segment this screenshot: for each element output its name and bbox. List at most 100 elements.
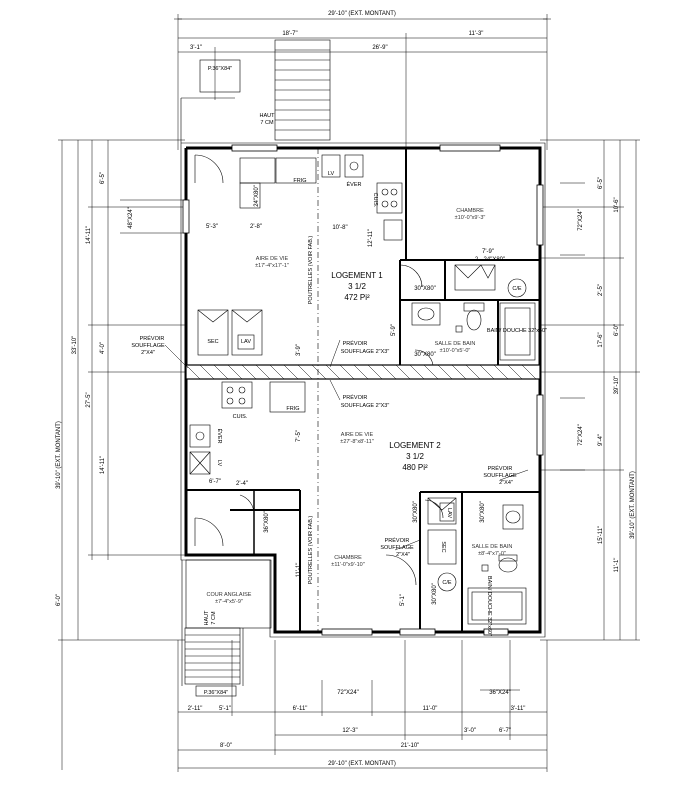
unit2-lv-label: LV xyxy=(216,460,222,467)
court-label: COUR ANGLAISE xyxy=(207,592,252,598)
bottom-dimensions xyxy=(177,640,548,772)
unit2-living-size: ±27'-8"x8'-11" xyxy=(340,439,373,445)
unit2-kitchen xyxy=(189,381,306,475)
unit2-area: 480 Pi² xyxy=(402,463,428,472)
unit1-bath-label: SALLE DE BAIN xyxy=(435,341,476,347)
dim-left-c: 33'-10" xyxy=(72,336,78,355)
dim-overall-bottom: 29'-10" (EXT. MONTANT) xyxy=(328,761,396,767)
unit1-living-size: ±17'-4"x17'-1" xyxy=(255,263,289,269)
dim-30x80-b: 30"X80" xyxy=(414,352,436,358)
note-souff-2x3-a-2: SOUFFLAGE 2"X3" xyxy=(341,349,390,355)
right-dimensions xyxy=(540,139,640,641)
unit1-laundry xyxy=(197,309,263,356)
note-souff-2x4-right-3: 2"X4" xyxy=(499,480,513,486)
unit1-kitchen xyxy=(239,154,403,241)
stairs-bottom-label: HAUT xyxy=(204,610,210,626)
dim-bottom-k: 72"X24" xyxy=(337,690,359,696)
dim-30x80-e: 30"X80" xyxy=(432,583,438,605)
unit1-name: LOGEMENT 1 xyxy=(331,271,383,280)
dim-bottom-d: 11'-0" xyxy=(423,706,438,712)
unit2-bedroom-size: ±11'-0"x9'-10" xyxy=(331,562,364,568)
dim-right-g: 39'-10" xyxy=(614,376,620,395)
dim-right-i: 9'-4" xyxy=(598,434,604,446)
note-souff-2x3-b-2: SOUFFLAGE 2"X3" xyxy=(341,403,390,409)
unit1-living-label: AIRE DE VIE xyxy=(256,256,289,262)
dim-bottom-f: 12'-3" xyxy=(342,728,357,734)
dim-right-d: 2'-5" xyxy=(598,284,604,296)
dim-left-f: 14'-11" xyxy=(100,456,106,474)
unit1-area: 472 Pi² xyxy=(344,293,370,302)
unit1-lav-label: LAV xyxy=(241,339,251,345)
dim-10-8: 10'-8" xyxy=(332,225,347,231)
stairs-bottom-rise: 7 CM xyxy=(211,611,217,625)
stairs-top xyxy=(199,39,331,141)
dim-right-k: 11'-1" xyxy=(614,558,620,573)
dim-right-j: 15'-11" xyxy=(598,526,604,544)
unit1-bedroom-label: CHAMBRE xyxy=(456,208,484,214)
dim-bottom-l: 36"X24" xyxy=(489,690,511,696)
note-souff-2x4-bath-2: SOUFFLAGE xyxy=(380,545,414,551)
dim-bottom-h: 6'-7" xyxy=(499,728,511,734)
dim-right-b: 10'-6" xyxy=(614,197,620,212)
note-souff-2x4-bath-1: PRÉVOIR xyxy=(385,537,410,544)
dim-left-a: 6'-5" xyxy=(100,172,106,184)
dim-5-9: 5'-9" xyxy=(391,324,397,336)
dim-left-h: 48"X24" xyxy=(128,207,134,229)
dim-bottom-g: 3'-0" xyxy=(464,728,476,734)
dim-left-d: 4'-0" xyxy=(100,342,106,354)
dim-top-d: 26'-9" xyxy=(372,45,387,51)
stairs-top-label: HAUT xyxy=(260,113,276,119)
dim-2-8: 2'-8" xyxy=(250,224,262,230)
unit2-living-label: AIRE DE VIE xyxy=(341,432,374,438)
dim-2-24x80: 2 - 24"X80" xyxy=(475,257,505,263)
stairs-bottom-landing: P.36"X84" xyxy=(204,690,228,696)
unit1-shower-label: BAIN/ DOUCHE 32"x60" xyxy=(487,328,547,334)
dim-5-3: 5'-3" xyxy=(206,224,218,230)
dim-3-9: 3'-9" xyxy=(296,344,302,356)
exterior-walls xyxy=(180,97,546,638)
dim-12-11: 12'-11" xyxy=(368,229,374,247)
unit2-shower-label: BAIN/ DOUCHE 32"x60" xyxy=(486,576,492,636)
dim-left-b: 14'-11" xyxy=(86,226,92,244)
note-souff-2x4-bath-3: 2"X4" xyxy=(396,552,410,558)
joist-label-top: POUTRELLES (VOIR FAB.) xyxy=(308,236,314,305)
stairs-top-landing: P.36"X84" xyxy=(208,66,232,72)
note-souff-2x4-right-2: SOUFFLAGE xyxy=(483,473,517,479)
unit1-ever-label: ÉVER xyxy=(347,181,362,188)
dim-bottom-i: 8'-0" xyxy=(220,743,232,749)
unit1-sec-label: SEC xyxy=(207,339,218,345)
note-souff-2x4-left-2: SOUFFLAGE xyxy=(131,343,165,349)
dim-overall-right: 39'-10" (EXT. MONTANT) xyxy=(630,471,636,539)
note-souff-2x4-left-1: PRÉVOIR xyxy=(140,335,165,342)
unit1-type: 3 1/2 xyxy=(348,282,366,291)
dim-right-c: 72"X24" xyxy=(578,209,584,231)
unit1-bedroom-size: ±10'-0"x9'-3" xyxy=(455,215,486,221)
stairs-top-rise: 7 CM xyxy=(260,120,274,126)
dim-right-f: 6'-0" xyxy=(614,324,620,336)
unit2-bath xyxy=(427,497,527,625)
note-leaders xyxy=(164,339,529,551)
note-souff-2x4-right-1: PRÉVOIR xyxy=(488,465,513,472)
dim-overall-left: 39'-10" (EXT. MONTANT) xyxy=(56,421,62,489)
unit2-type: 3 1/2 xyxy=(406,452,424,461)
unit1-fridge-label: FRIG xyxy=(293,178,306,184)
dim-bottom-c: 6'-11" xyxy=(293,706,308,712)
dim-6-7: 6'-7" xyxy=(209,479,221,485)
unit2-sec-label: SEC xyxy=(440,541,446,552)
dim-right-e: 17'-6" xyxy=(598,332,604,347)
dim-7-5: 7'-5" xyxy=(296,430,302,442)
unit2-ever-label: ÉVER xyxy=(216,429,223,444)
dim-right-a: 6'-5" xyxy=(598,177,604,189)
note-souff-2x3-a-1: PRÉVOIR xyxy=(343,340,368,347)
dim-24x80: 24"X80" xyxy=(254,185,260,207)
unit2-bedroom-label: CHAMBRE xyxy=(334,555,362,561)
dim-bottom-e: 3'-11" xyxy=(511,706,526,712)
dim-top-a: 18'-7" xyxy=(282,31,297,37)
dim-overall-top: 29'-10" (EXT. MONTANT) xyxy=(328,11,396,17)
top-dimensions xyxy=(174,14,551,150)
dim-bottom-b: 5'-1" xyxy=(219,706,231,712)
stairs-bottom xyxy=(181,559,272,697)
unit1-bath xyxy=(411,264,536,361)
unit1-bath-size: ±10'-0"x5'-0" xyxy=(440,348,471,354)
